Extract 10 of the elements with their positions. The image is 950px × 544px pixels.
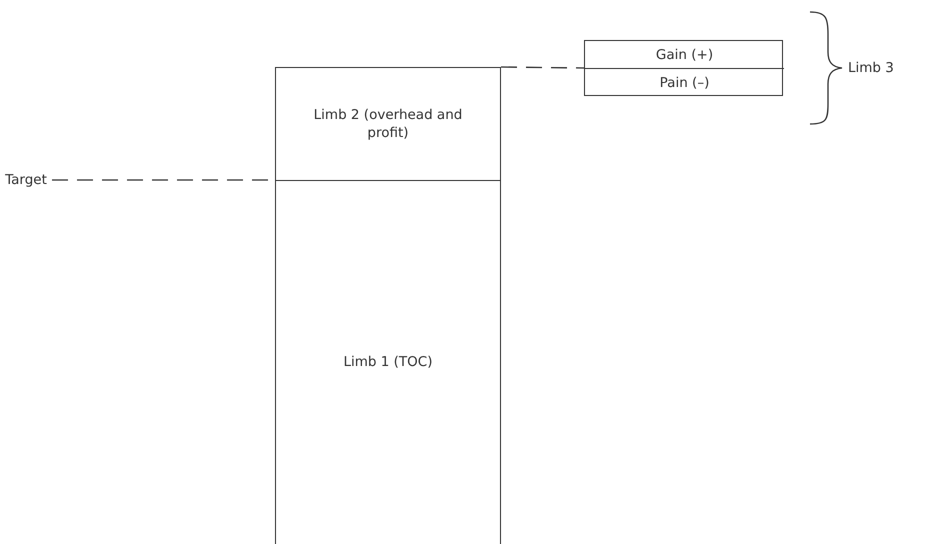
limb-label: Limb 1 (TOC) (342, 353, 434, 371)
limb-label: Gain (+) (656, 46, 714, 64)
limb-box (275, 180, 501, 544)
limb-label: Limb 2 (overhead and profit) (312, 106, 464, 142)
group-box (584, 40, 783, 96)
group-label: Limb 3 (848, 59, 894, 77)
limb-label: Pain (–) (660, 74, 710, 92)
dashed-connector (501, 66, 584, 69)
target-label: Target (5, 171, 47, 189)
limb-box (275, 67, 501, 181)
